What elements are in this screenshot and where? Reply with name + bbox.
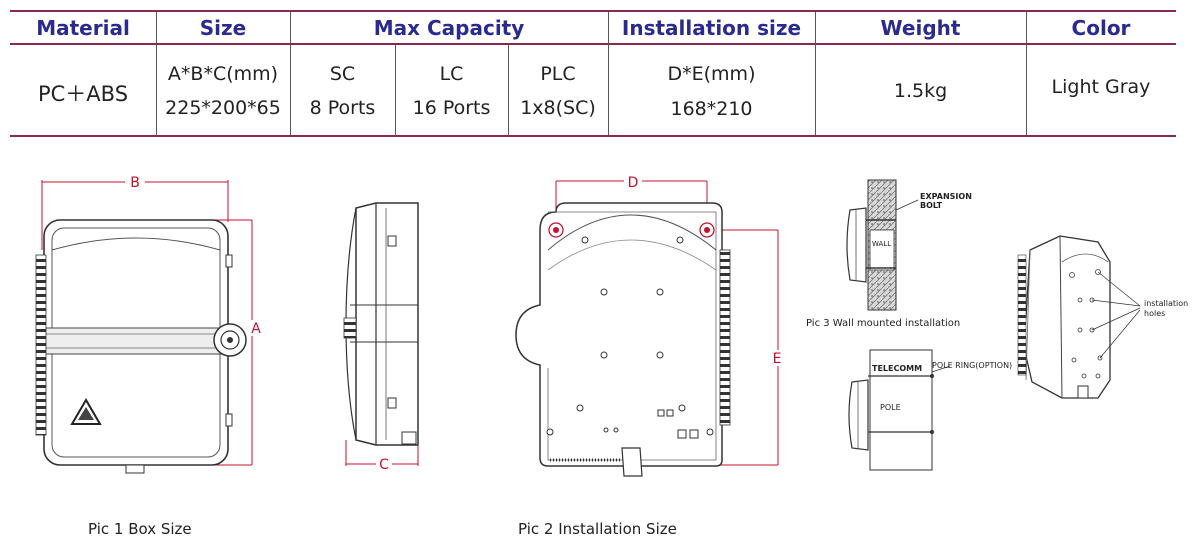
header-installation-size: Installation size: [621, 16, 802, 40]
column-divider: [608, 12, 609, 135]
back-view-drawing: D E: [515, 172, 784, 477]
table-top-rule: [10, 10, 1176, 12]
cell-install-value: 168*210: [670, 98, 753, 120]
cell-plc-ports: 1x8(SC): [520, 97, 596, 119]
column-divider: [156, 12, 157, 135]
dim-label-d: D: [628, 175, 639, 191]
pole-ring-label: POLE RING(OPTION): [932, 361, 1012, 370]
header-max-capacity: Max Capacity: [373, 16, 525, 40]
table-bottom-rule: [10, 135, 1176, 137]
caption-pic2: Pic 2 Installation Size: [518, 520, 677, 538]
header-size: Size: [199, 16, 247, 40]
cell-size-formula: A*B*C(mm): [167, 63, 279, 85]
pole-mount-drawing: TELECOMM POLE POLE RING(OPTION): [848, 349, 1012, 471]
cell-plc-label: PLC: [540, 63, 576, 85]
column-divider: [290, 12, 291, 135]
dim-label-b: B: [130, 175, 140, 191]
dim-label-e: E: [773, 351, 782, 367]
cell-sc-label: SC: [329, 63, 356, 85]
column-divider: [815, 12, 816, 135]
column-divider: [395, 45, 396, 135]
cell-size-value: 225*200*65: [165, 97, 281, 119]
cell-sc-ports: 8 Ports: [309, 97, 376, 119]
expansion-bolt-label: EXPANSION: [920, 192, 972, 201]
wall-label: WALL: [872, 240, 891, 248]
header-color: Color: [1071, 16, 1131, 40]
expansion-bolt-label-2: BOLT: [920, 201, 943, 210]
table-header-rule: [10, 43, 1176, 45]
wall-mount-drawing: WALL EXPANSION BOLT: [846, 179, 972, 311]
column-divider: [508, 45, 509, 135]
cell-lc-ports: 16 Ports: [412, 97, 491, 119]
cell-weight: 1.5kg: [893, 80, 948, 102]
caption-pic1: Pic 1 Box Size: [88, 520, 192, 538]
header-material: Material: [36, 16, 130, 40]
isometric-view-drawing: installation holes: [1017, 235, 1188, 399]
dim-label-c: C: [379, 457, 389, 473]
caption-pic3: Pic 3 Wall mounted installation: [806, 318, 961, 329]
telecomm-label: TELECOMM: [872, 364, 922, 373]
cell-color: Light Gray: [1051, 76, 1151, 98]
column-divider: [1026, 12, 1027, 135]
header-weight: Weight: [880, 16, 961, 40]
cell-install-formula: D*E(mm): [667, 63, 756, 85]
dim-label-a: A: [251, 321, 261, 337]
cell-material: PC＋ABS: [37, 82, 129, 106]
front-view-drawing: B A: [35, 172, 261, 474]
spec-table: Material Size Max Capacity Installation …: [10, 10, 1176, 138]
installation-holes-label: installation: [1144, 299, 1188, 308]
pole-label: POLE: [880, 403, 901, 412]
cell-lc-label: LC: [439, 63, 464, 85]
installation-holes-label-2: holes: [1144, 309, 1165, 318]
side-view-drawing: C: [343, 202, 419, 473]
